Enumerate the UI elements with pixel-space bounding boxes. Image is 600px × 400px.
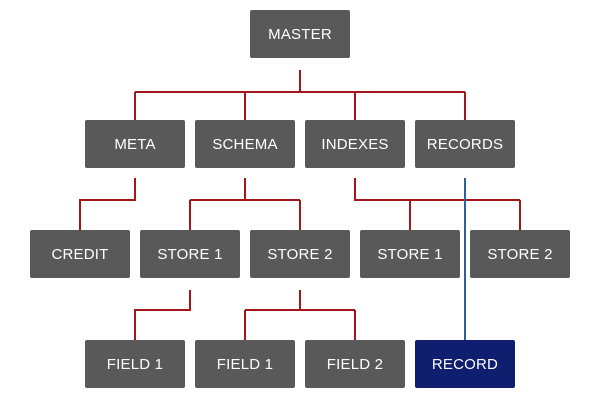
node-records: RECORDS <box>415 120 515 168</box>
connector-store1-field <box>134 290 191 340</box>
node-indexes-store-2: STORE 2 <box>470 230 570 278</box>
node-store2-field-2: FIELD 2 <box>305 340 405 388</box>
connector-indexes-stores <box>354 178 521 230</box>
node-master: MASTER <box>250 10 350 58</box>
node-credit: CREDIT <box>30 230 130 278</box>
connector-store2-fields <box>244 290 356 340</box>
node-schema-store-1: STORE 1 <box>140 230 240 278</box>
connector-master-children <box>134 70 466 120</box>
connector-meta-credit <box>79 178 136 230</box>
node-meta: META <box>85 120 185 168</box>
connector-schema-stores <box>189 178 301 230</box>
node-store2-field-1: FIELD 1 <box>195 340 295 388</box>
node-schema: SCHEMA <box>195 120 295 168</box>
node-schema-store-2: STORE 2 <box>250 230 350 278</box>
node-store1-field-1: FIELD 1 <box>85 340 185 388</box>
node-indexes: INDEXES <box>305 120 405 168</box>
node-indexes-store-1: STORE 1 <box>360 230 460 278</box>
node-record: RECORD <box>415 340 515 388</box>
